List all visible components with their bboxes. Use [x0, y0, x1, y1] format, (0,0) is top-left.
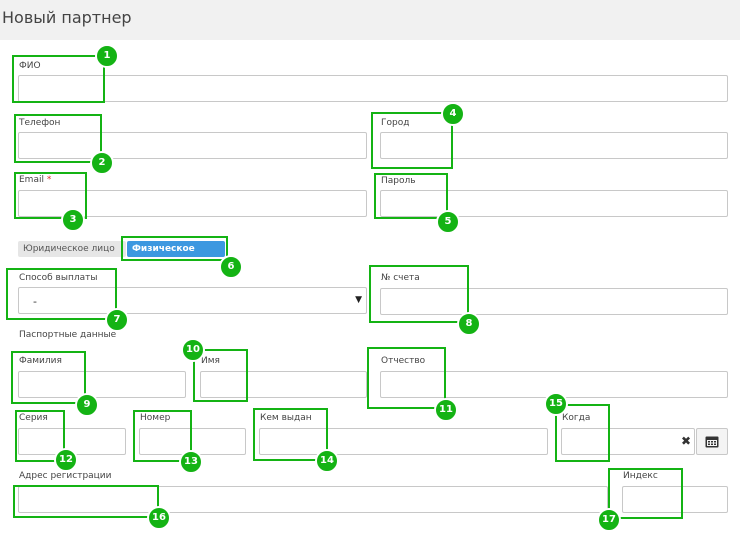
individual-toggle[interactable]: Физическое лицо [127, 241, 225, 270]
annotation-badge-8: 8 [457, 312, 481, 336]
page-title: Новый партнер [2, 8, 132, 27]
payment-method-select[interactable]: - ▼ [18, 287, 367, 314]
address-input[interactable] [18, 486, 608, 513]
surname-input[interactable] [18, 371, 186, 398]
issued-by-input[interactable] [259, 428, 548, 455]
annotation-badge-5: 5 [436, 210, 460, 234]
calendar-button[interactable] [696, 428, 728, 455]
annotation-badge-6: 6 [219, 255, 243, 279]
fio-label: ФИО [19, 61, 41, 71]
passport-section-title: Паспортные данные [19, 330, 117, 340]
fio-input[interactable] [18, 75, 728, 102]
annotation-badge-10: 10 [181, 338, 205, 362]
legal-entity-toggle[interactable]: Юридическое лицо [18, 241, 126, 257]
clear-date-icon[interactable]: ✖ [681, 434, 692, 448]
when-date-input[interactable] [561, 428, 695, 455]
header-bar: Новый партнер [0, 0, 740, 40]
required-mark: * [46, 175, 52, 185]
annotation-badge-13: 13 [179, 450, 203, 474]
email-label: Email * [19, 175, 52, 185]
dropdown-arrow-icon: ▼ [355, 295, 362, 305]
annotation-badge-3: 3 [61, 208, 85, 232]
patronymic-label: Отчество [381, 356, 426, 366]
payment-method-value: - [33, 295, 37, 308]
annotation-badge-4: 4 [441, 102, 465, 126]
index-input[interactable] [622, 486, 728, 513]
number-label: Номер [140, 413, 171, 423]
account-label: № счета [381, 273, 420, 283]
annotation-badge-9: 9 [75, 393, 99, 417]
payment-method-label: Способ выплаты [19, 273, 98, 283]
city-label: Город [381, 118, 410, 128]
annotation-badge-7: 7 [105, 308, 129, 332]
phone-input[interactable] [18, 132, 367, 159]
index-label: Индекс [623, 471, 658, 481]
password-input[interactable] [380, 190, 728, 217]
account-input[interactable] [380, 288, 728, 315]
name-input[interactable] [200, 371, 367, 398]
address-label: Адрес регистрации [19, 471, 112, 481]
series-label: Серия [19, 413, 48, 423]
annotation-badge-2: 2 [90, 151, 114, 175]
annotation-badge-11: 11 [434, 398, 458, 422]
surname-label: Фамилия [19, 356, 62, 366]
phone-label: Телефон [19, 118, 61, 128]
annotation-badge-12: 12 [54, 448, 78, 472]
annotation-badge-16: 16 [147, 506, 171, 530]
password-label: Пароль [381, 176, 416, 186]
name-label: Имя [201, 356, 220, 366]
annotation-badge-17: 17 [597, 508, 621, 532]
annotation-badge-14: 14 [315, 449, 339, 473]
patronymic-input[interactable] [380, 371, 728, 398]
annotation-badge-1: 1 [95, 44, 119, 68]
when-label: Когда [562, 413, 591, 423]
issued-by-label: Кем выдан [260, 413, 312, 423]
calendar-icon [705, 436, 719, 448]
city-input[interactable] [380, 132, 728, 159]
annotation-badge-15: 15 [544, 392, 568, 416]
